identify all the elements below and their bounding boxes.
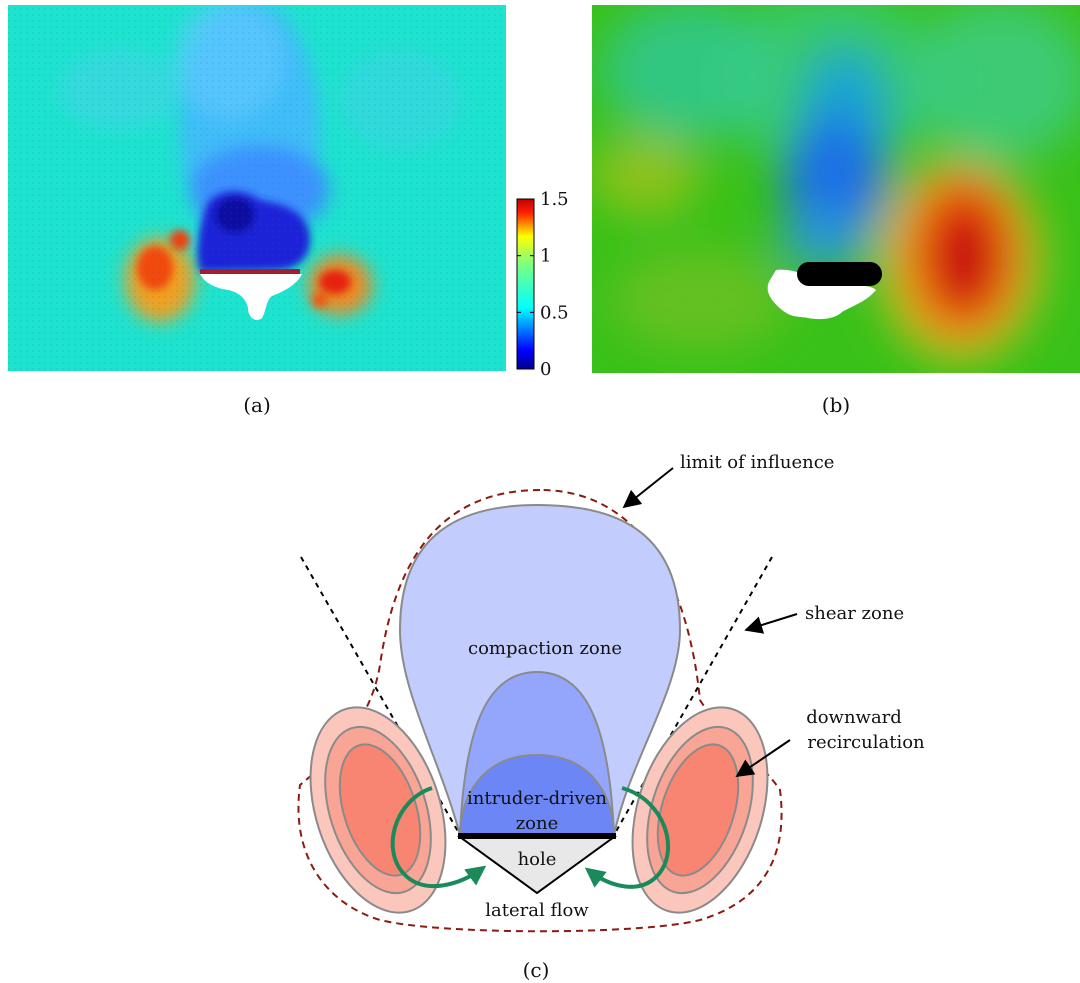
colorbar: 1.5 1 0.5 0 [516, 189, 569, 380]
compaction-zone-label: compaction zone [468, 638, 622, 659]
panel-c-schematic: limit of influence shear zone compaction… [297, 452, 925, 933]
hole-shape-a [200, 274, 302, 320]
colorbar-tick-label: 1 [540, 246, 551, 267]
shear-line-right [613, 556, 773, 836]
shear-pointer-arrow [744, 613, 798, 634]
panel-b-heatmap [592, 5, 1080, 373]
limit-of-influence-outline [297, 488, 783, 933]
shear-zone-label: shear zone [805, 603, 904, 624]
downward-label: downward [806, 707, 902, 728]
intruder-plate-a [200, 269, 300, 274]
hole-shape-b [767, 269, 876, 320]
panel-a-heatmap [8, 5, 506, 371]
caption-a: (a) [243, 393, 271, 417]
intruder-plate-b [797, 262, 882, 286]
limit-pointer-arrow [622, 467, 674, 509]
colorbar-tick-label: 0.5 [540, 302, 569, 323]
caption-c: (c) [523, 958, 550, 982]
lateral-flow-arrow-right [584, 786, 670, 889]
limit-of-influence-label: limit of influence [680, 452, 834, 473]
intruder-driven-label: intruder-driven [467, 788, 607, 809]
recirculation-cell-left [309, 706, 447, 914]
caption-b: (b) [822, 393, 850, 417]
colorbar-tick-label: 0 [540, 359, 551, 380]
lateral-flow-label: lateral flow [485, 900, 589, 921]
shear-line-left [300, 556, 461, 836]
colorbar-tick-label: 1.5 [540, 189, 569, 210]
recirculation-label: recirculation [807, 732, 925, 753]
lateral-flow-arrow-left [390, 786, 487, 889]
hole-label: hole [518, 849, 557, 870]
recirculation-pointer-arrow [735, 739, 791, 778]
intruder-zone-label: zone [516, 813, 559, 834]
intruder-zone-inner [458, 753, 616, 836]
